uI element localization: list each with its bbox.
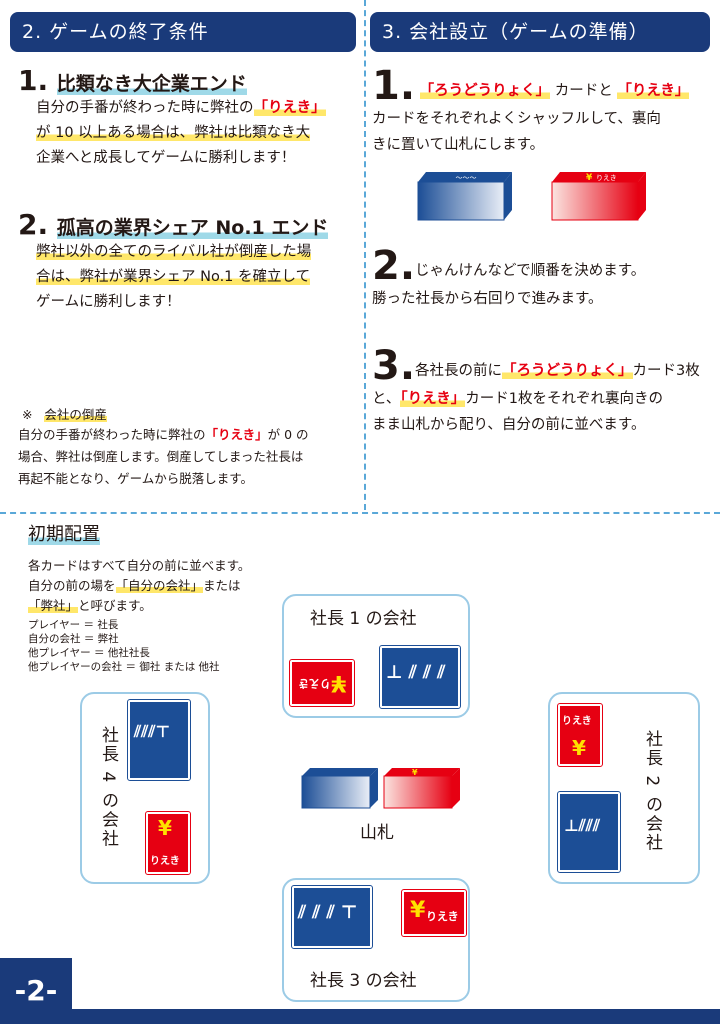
- note-text: 自分の手番が終わった時に弊社の: [18, 427, 206, 442]
- yen-icon: ¥: [572, 736, 586, 760]
- glossary-item: 他プレイヤーの会社 ＝ 御社 または 他社: [28, 661, 220, 673]
- labor-deck-illustration: 〜〜〜: [417, 172, 512, 221]
- section-divider: [0, 512, 720, 514]
- rieki-card: ¥ りえき: [401, 889, 467, 937]
- step1: 1. 「ろうどうりょく」 カードと 「りえき」 カードをそれぞれよくシャッフルし…: [372, 66, 712, 158]
- rule1-text: が 10 以上ある場合は、弊社は比類なき大: [36, 125, 311, 141]
- rieki-keyword: 「りえき」: [253, 100, 326, 116]
- initial-title-text: 初期配置: [28, 524, 100, 545]
- rieki-keyword: 「りえき」: [400, 391, 466, 407]
- step3-text: と、: [372, 391, 401, 407]
- rule2-text: ゲームに勝利します！: [36, 294, 181, 310]
- deck-label: 山札: [360, 823, 394, 843]
- step2: 2.じゃんけんなどで順番を決めます。 勝った社長から右回りで進みます。: [372, 246, 712, 312]
- center-labor-deck: [301, 768, 378, 809]
- rieki-keyword: 「りえき」: [617, 83, 690, 99]
- rieki-card: ¥ りえき: [145, 811, 191, 875]
- worker-icon: ⊥⫽⫽⫽: [564, 816, 601, 835]
- initial-desc-text: 自分の前の場を: [28, 578, 116, 593]
- step3-text: まま山札から配り、自分の前に並べます。: [372, 417, 646, 433]
- rule2-number: 2.: [18, 208, 49, 241]
- company-3-label: 社長 3 の会社: [310, 971, 417, 991]
- step1-text: カードをそれぞれよくシャッフルして、裏向: [372, 111, 661, 127]
- worker-icon: ⊥ ⫽ ⫽ ⫽: [386, 662, 446, 683]
- rule2-text: 合は、弊社が業界シェア No.1 を確立して: [36, 269, 311, 285]
- initial-desc-text: と呼びます。: [78, 598, 152, 613]
- bankruptcy-note-body: 自分の手番が終わった時に弊社の「りえき」が 0 の 場合、弊社は倒産します。倒産…: [18, 424, 358, 490]
- note-mark: ※: [22, 407, 33, 422]
- glossary: プレイヤー ＝ 社長 自分の会社 ＝ 弊社 他プレイヤー ＝ 他社社長 他プレイ…: [28, 618, 288, 674]
- step3-text: 各社長の前に: [415, 363, 503, 379]
- rule1-text: 自分の手番が終わった時に弊社の: [36, 100, 254, 116]
- note-label: 会社の倒産: [44, 407, 107, 422]
- svg-text:¥: ¥: [586, 173, 593, 183]
- labor-card: ⫽ ⫽ ⫽ ⊤: [291, 885, 373, 949]
- note-text: 場合、弊社は倒産します。倒産してしまった社長は: [18, 449, 304, 464]
- rieki-card: ¥ りえき: [289, 659, 355, 707]
- rule1-body: 自分の手番が終わった時に弊社の「りえき」 が 10 以上ある場合は、弊社は比類な…: [36, 96, 356, 171]
- rule2-body: 弊社以外の全てのライバル社が倒産した場 合は、弊社が業界シェア No.1 を確立…: [36, 240, 356, 315]
- labor-card: ⫽⫽⫽⊤: [127, 699, 191, 781]
- roudouryoku-keyword: 「ろうどうりょく」: [419, 83, 551, 99]
- worker-icon: ⫽ ⫽ ⫽ ⊤: [298, 902, 358, 923]
- glossary-item: プレイヤー ＝ 社長: [28, 619, 119, 631]
- note-text: が 0 の: [267, 427, 309, 442]
- step3: 3.各社長の前に「ろうどうりょく」カード3枚 と、「りえき」カード1枚をそれぞれ…: [372, 346, 718, 438]
- step2-text: 勝った社長から右回りで進みます。: [372, 291, 603, 307]
- page-number: -2-: [0, 958, 72, 1024]
- initial-layout-title: 初期配置: [28, 520, 100, 546]
- rieki-card-label: りえき: [298, 677, 331, 690]
- step1-text: きに置いて山札にします。: [372, 137, 545, 153]
- rieki-card-label: りえき: [150, 856, 180, 867]
- yen-icon: ¥: [158, 816, 172, 840]
- rule2-title-text: 孤高の業界シェア No.1 エンド: [56, 217, 329, 239]
- step1-text: カードと: [554, 83, 613, 99]
- initial-description: 各カードはすべて自分の前に並べます。 自分の前の場を「自分の会社」または 「弊社…: [28, 556, 288, 616]
- svg-text:りえき: りえき: [596, 174, 617, 182]
- rieki-keyword: 「りえき」: [205, 427, 268, 442]
- yen-icon: ¥: [410, 898, 426, 923]
- note-text: 再起不能となり、ゲームから脱落します。: [18, 471, 254, 486]
- rule2-title: 2. 孤高の業界シェア No.1 エンド: [18, 208, 329, 241]
- rieki-card-label: りえき: [562, 716, 592, 727]
- labor-card: ⊥⫽⫽⫽: [557, 791, 621, 873]
- labor-card: ⊥ ⫽ ⫽ ⫽: [379, 645, 461, 709]
- bankruptcy-note-heading: ※ 会社の倒産: [22, 404, 107, 423]
- rule1-title: 1. 比類なき大企業エンド: [18, 64, 247, 97]
- rieki-deck-illustration: ¥ りえき: [551, 172, 646, 221]
- step3-text: カード3枚: [632, 363, 700, 379]
- center-rieki-deck: ¥: [383, 768, 460, 809]
- worker-icon: ⫽⫽⫽⊤: [134, 722, 171, 741]
- column-divider: [364, 0, 366, 510]
- step3-number: 3.: [372, 343, 416, 389]
- section2-header: 2. ゲームの終了条件: [10, 12, 356, 52]
- rule1-title-text: 比類なき大企業エンド: [56, 73, 247, 95]
- rule1-text: 企業へと成長してゲームに勝利します！: [36, 150, 296, 166]
- company-1-label: 社長 1 の会社: [310, 609, 417, 629]
- glossary-item: 他プレイヤー ＝ 他社社長: [28, 647, 150, 659]
- section3-header: 3. 会社設立（ゲームの準備）: [370, 12, 710, 52]
- initial-desc-text: 各カードはすべて自分の前に並べます。: [28, 558, 251, 573]
- glossary-item: 自分の会社 ＝ 弊社: [28, 633, 119, 645]
- svg-text:〜〜〜: 〜〜〜: [456, 174, 477, 182]
- step1-number: 1.: [372, 63, 416, 109]
- step2-text: じゃんけんなどで順番を決めます。: [415, 263, 646, 279]
- svg-text:¥: ¥: [412, 768, 418, 777]
- rule1-number: 1.: [18, 64, 49, 97]
- rieki-card-label: りえき: [426, 910, 459, 923]
- initial-desc-text: または: [203, 578, 241, 593]
- step3-text: カード1枚をそれぞれ裏向きの: [465, 391, 663, 407]
- rule2-text: 弊社以外の全てのライバル社が倒産した場: [36, 244, 312, 260]
- yen-icon: ¥: [330, 670, 346, 695]
- footer-bar: [72, 1009, 720, 1024]
- initial-desc-text: 「自分の会社」: [115, 578, 204, 593]
- company-2-label: 社長 2 の会社: [642, 730, 662, 853]
- rieki-card: りえき ¥: [557, 703, 603, 767]
- step2-number: 2.: [372, 243, 416, 289]
- roudouryoku-keyword: 「ろうどうりょく」: [502, 363, 633, 379]
- company-4-label: 社長 4 の会社: [98, 726, 118, 849]
- initial-desc-text: 「弊社」: [28, 598, 79, 613]
